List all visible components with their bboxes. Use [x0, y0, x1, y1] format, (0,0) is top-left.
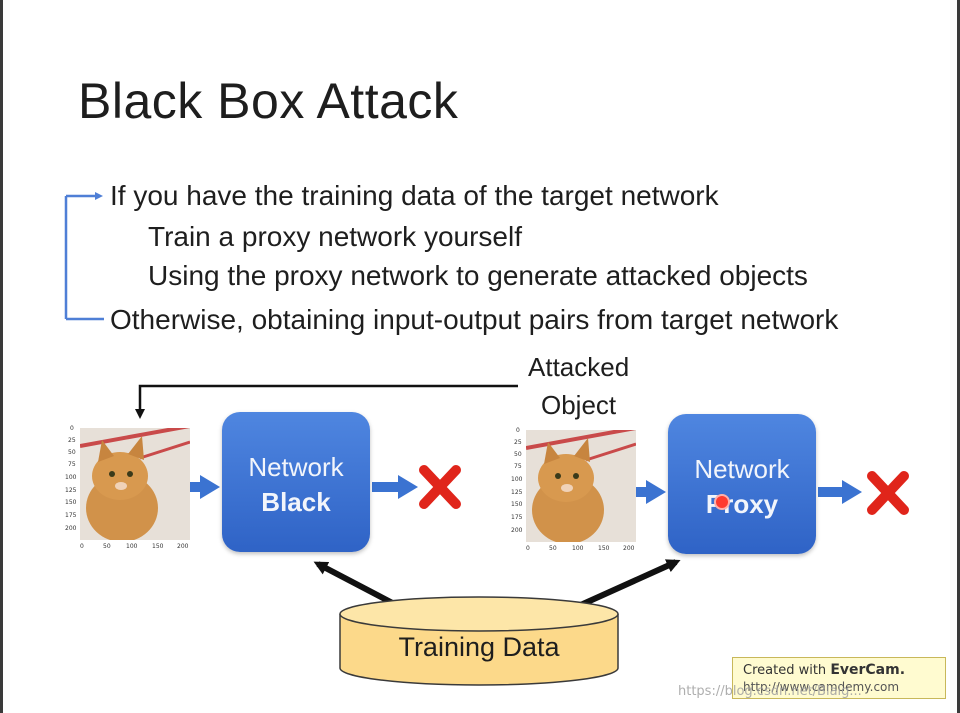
- y-tick: 100: [511, 476, 523, 483]
- x-tick: 100: [572, 545, 584, 552]
- cursor-dot-icon: [714, 494, 730, 510]
- evercam-created-with: Created with EverCam.: [743, 662, 905, 678]
- x-tick: 0: [526, 545, 530, 552]
- y-tick: 200: [511, 527, 523, 534]
- y-tick: 175: [65, 512, 77, 519]
- x-tick: 50: [549, 545, 557, 552]
- y-tick: 0: [516, 427, 520, 434]
- bullet-bracket: [64, 192, 104, 321]
- arrow-proxy-to-output: [818, 480, 862, 504]
- y-tick: 50: [514, 451, 522, 458]
- y-tick: 150: [65, 499, 77, 506]
- window-frame-left: [0, 0, 3, 713]
- x-tick: 150: [152, 543, 164, 550]
- training-data-cylinder: [339, 596, 619, 686]
- x-tick: 0: [80, 543, 84, 550]
- x-tick: 100: [126, 543, 138, 550]
- bullet-otherwise: Otherwise, obtaining input-output pairs …: [110, 304, 839, 335]
- cat-illustration: [526, 430, 636, 542]
- y-tick: 125: [511, 489, 523, 496]
- attacked-object-feedback-arrow: [135, 384, 518, 419]
- slide-title: Black Box Attack: [78, 73, 459, 129]
- training-data-label: Training Data: [398, 632, 560, 662]
- window-frame-right: [957, 0, 960, 713]
- y-tick: 75: [68, 461, 76, 468]
- bullet-use-proxy: Using the proxy network to generate atta…: [148, 260, 808, 291]
- cross-icon-black: [419, 465, 461, 509]
- evercam-prefix: Created with: [743, 663, 827, 678]
- x-tick: 200: [623, 545, 635, 552]
- network-proxy-box: Network Proxy: [668, 414, 816, 554]
- y-tick: 25: [68, 437, 76, 444]
- y-tick: 75: [514, 463, 522, 470]
- y-tick: 50: [68, 449, 76, 456]
- bullet-train-proxy: Train a proxy network yourself: [148, 221, 522, 252]
- y-tick: 200: [65, 525, 77, 532]
- y-tick: 125: [65, 487, 77, 494]
- cat-image-input: [80, 428, 190, 540]
- blog-watermark: https://blog.csdn.net/Blaig...: [678, 684, 862, 699]
- evercam-brand: EverCam.: [830, 662, 906, 678]
- y-tick: 0: [70, 425, 74, 432]
- network-black-type: Black: [261, 487, 331, 517]
- cat-image-attacked: [526, 430, 636, 542]
- x-tick: 50: [103, 543, 111, 550]
- evercam-url[interactable]: http://www.camdemy.com: [743, 680, 900, 694]
- attacked-object-label-line2: Object: [541, 390, 617, 420]
- arrow-black-to-output: [372, 475, 418, 499]
- bullet-training-data: If you have the training data of the tar…: [110, 180, 719, 211]
- cross-icon-proxy: [867, 471, 909, 515]
- cat-illustration: [80, 428, 190, 540]
- attacked-object-label-line1: Attacked: [528, 352, 630, 382]
- x-tick: 200: [177, 543, 189, 550]
- y-tick: 100: [65, 474, 77, 481]
- network-proxy-type: Proxy: [705, 489, 779, 519]
- y-tick: 175: [511, 514, 523, 521]
- evercam-badge[interactable]: Created with EverCam. http://www.camdemy…: [732, 657, 946, 699]
- arrow-training-to-proxy: [572, 559, 681, 611]
- y-tick: 25: [514, 439, 522, 446]
- y-tick: 150: [511, 501, 523, 508]
- network-proxy-label: Network: [694, 454, 790, 484]
- network-black-box: Network Black: [222, 412, 370, 552]
- network-black-label: Network: [248, 452, 344, 482]
- x-tick: 150: [598, 545, 610, 552]
